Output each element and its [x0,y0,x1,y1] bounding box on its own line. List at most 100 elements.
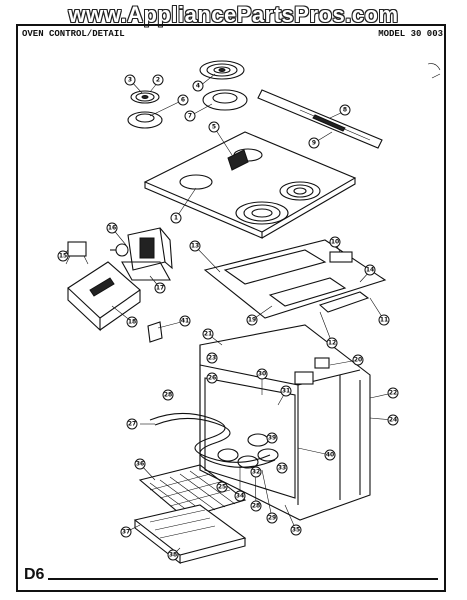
svg-text:39: 39 [268,435,276,442]
svg-text:6: 6 [181,97,185,104]
callout-11: 11 [378,314,390,326]
svg-text:38: 38 [169,552,177,559]
svg-text:17: 17 [156,285,164,292]
callout-37: 37 [120,526,132,538]
callout-14: 14 [364,264,376,276]
svg-text:28: 28 [164,392,172,399]
svg-text:23: 23 [208,355,216,362]
heat-shield-panel [203,239,387,319]
callout-3: 3 [124,74,136,86]
header-model-label: MODEL 30 003 [378,29,443,39]
svg-text:31: 31 [282,388,290,395]
corner-mark [427,63,441,79]
callout-7: 7 [184,110,196,122]
control-box [67,261,141,332]
svg-text:40: 40 [326,452,334,459]
footer-rule [48,578,438,580]
svg-text:22: 22 [389,390,397,397]
callout-16: 16 [106,222,118,234]
callout-26: 26 [206,372,218,384]
backguard-trim-strip [257,89,383,149]
svg-text:16: 16 [108,225,116,232]
svg-text:5: 5 [212,124,216,131]
svg-text:27: 27 [128,421,136,428]
svg-text:1: 1 [174,215,178,222]
callout-2: 2 [152,74,164,86]
svg-text:33: 33 [278,465,286,472]
diagram-frame [16,24,446,592]
bake-element [149,412,276,468]
callout-41: 41 [179,315,191,327]
callout-13: 13 [189,240,201,252]
callout-24: 24 [387,414,399,426]
svg-text:19: 19 [248,317,256,324]
svg-text:41: 41 [181,318,189,325]
svg-text:28: 28 [252,503,260,510]
svg-text:13: 13 [191,243,199,250]
svg-text:25: 25 [218,484,226,491]
svg-text:26: 26 [208,375,216,382]
cooktop [143,131,357,239]
svg-text:8: 8 [343,107,347,114]
callout-38: 38 [167,549,179,561]
oven-rack [138,464,247,519]
svg-text:18: 18 [128,319,136,326]
svg-text:20: 20 [354,357,362,364]
surface-element-small [130,90,160,104]
callout-25: 25 [216,481,228,493]
motor-assembly [110,227,173,271]
callout-15: 15 [57,250,69,262]
drip-pan-small [127,111,163,129]
callout-39: 39 [266,432,278,444]
svg-text:24: 24 [389,417,397,424]
callout-33: 33 [276,462,288,474]
callout-17: 17 [154,282,166,294]
callout-9: 9 [308,137,320,149]
callout-27: 27 [126,418,138,430]
callout-32: 32 [250,466,262,478]
callout-8: 8 [339,104,351,116]
surface-element-large [199,60,245,80]
control-switch [65,241,89,265]
oven-cavity [199,324,371,521]
svg-text:3: 3 [128,77,132,84]
callout-18: 18 [126,316,138,328]
svg-text:36: 36 [136,461,144,468]
drip-pan-large [202,89,248,111]
svg-text:21: 21 [204,331,212,338]
small-clip [147,321,163,343]
callout-28: 28 [162,389,174,401]
page-id-label: D6 [24,566,45,583]
callout-21: 21 [202,328,214,340]
svg-text:2: 2 [156,77,160,84]
callout-19: 19 [246,314,258,326]
svg-text:34: 34 [236,493,244,500]
callout-40: 40 [324,449,336,461]
callout-31: 31 [280,385,292,397]
svg-text:37: 37 [122,529,130,536]
svg-text:12: 12 [328,340,336,347]
svg-text:32: 32 [252,469,260,476]
callout-30: 30 [256,368,268,380]
svg-text:11: 11 [380,317,388,324]
callout-22: 22 [387,387,399,399]
callout-34: 34 [234,490,246,502]
svg-text:7: 7 [188,113,192,120]
svg-text:29: 29 [268,515,276,522]
callout-20: 20 [352,354,364,366]
callout-28b: 28 [250,500,262,512]
watermark: www.AppliancePartsPros.com [68,2,399,27]
broiler-pan [133,504,247,565]
callout-10: 10 [329,236,341,248]
callout-5: 5 [208,121,220,133]
mounting-bracket [121,261,171,281]
svg-text:35: 35 [292,527,300,534]
oven-sensor [294,357,330,385]
svg-text:15: 15 [59,253,67,260]
svg-text:10: 10 [331,239,339,246]
svg-text:14: 14 [366,267,374,274]
callout-6: 6 [177,94,189,106]
svg-text:4: 4 [196,83,200,90]
